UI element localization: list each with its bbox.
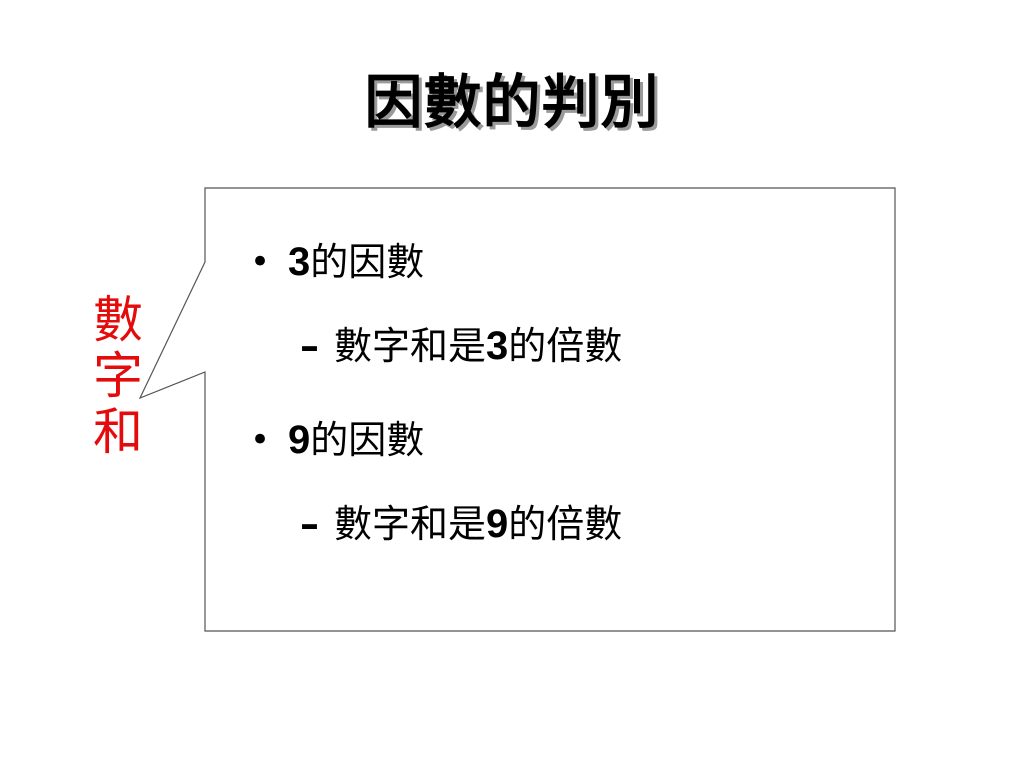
sub-number: 9 bbox=[486, 502, 509, 546]
side-label-digit-sum: 數 字 和 bbox=[86, 292, 150, 460]
sub-item-factor-3: – 數字和是 3 的倍數 bbox=[300, 316, 880, 376]
bullet-factor-3: • 3 的因數 bbox=[250, 232, 880, 292]
bullet-label: 的因數 bbox=[310, 418, 425, 462]
side-label-char-2: 字 bbox=[93, 347, 143, 405]
slide-title: 因數的判別 bbox=[364, 68, 660, 136]
sub-prefix: 數字和是 bbox=[334, 502, 487, 546]
side-label-char-1: 數 bbox=[93, 291, 143, 349]
bullet-label: 的因數 bbox=[310, 240, 425, 284]
callout-outline bbox=[138, 187, 896, 632]
bullet-list: • 3 的因數 – 數字和是 3 的倍數 • 9 的因數 – 數字和是 9 的倍… bbox=[250, 232, 880, 554]
sub-prefix: 數字和是 bbox=[334, 324, 487, 368]
bullet-number: 9 bbox=[288, 418, 311, 462]
bullet-dot: • bbox=[250, 242, 271, 282]
bullet-factor-9: • 9 的因數 bbox=[250, 410, 880, 470]
sub-item-factor-9: – 數字和是 9 的倍數 bbox=[300, 494, 880, 554]
sub-dash: – bbox=[300, 502, 319, 546]
side-label-char-3: 和 bbox=[93, 403, 143, 461]
sub-dash: – bbox=[300, 324, 319, 368]
bullet-dot: • bbox=[250, 420, 271, 460]
sub-suffix: 的倍數 bbox=[508, 324, 623, 368]
bullet-number: 3 bbox=[288, 240, 311, 284]
sub-number: 3 bbox=[486, 324, 509, 368]
sub-suffix: 的倍數 bbox=[508, 502, 623, 546]
